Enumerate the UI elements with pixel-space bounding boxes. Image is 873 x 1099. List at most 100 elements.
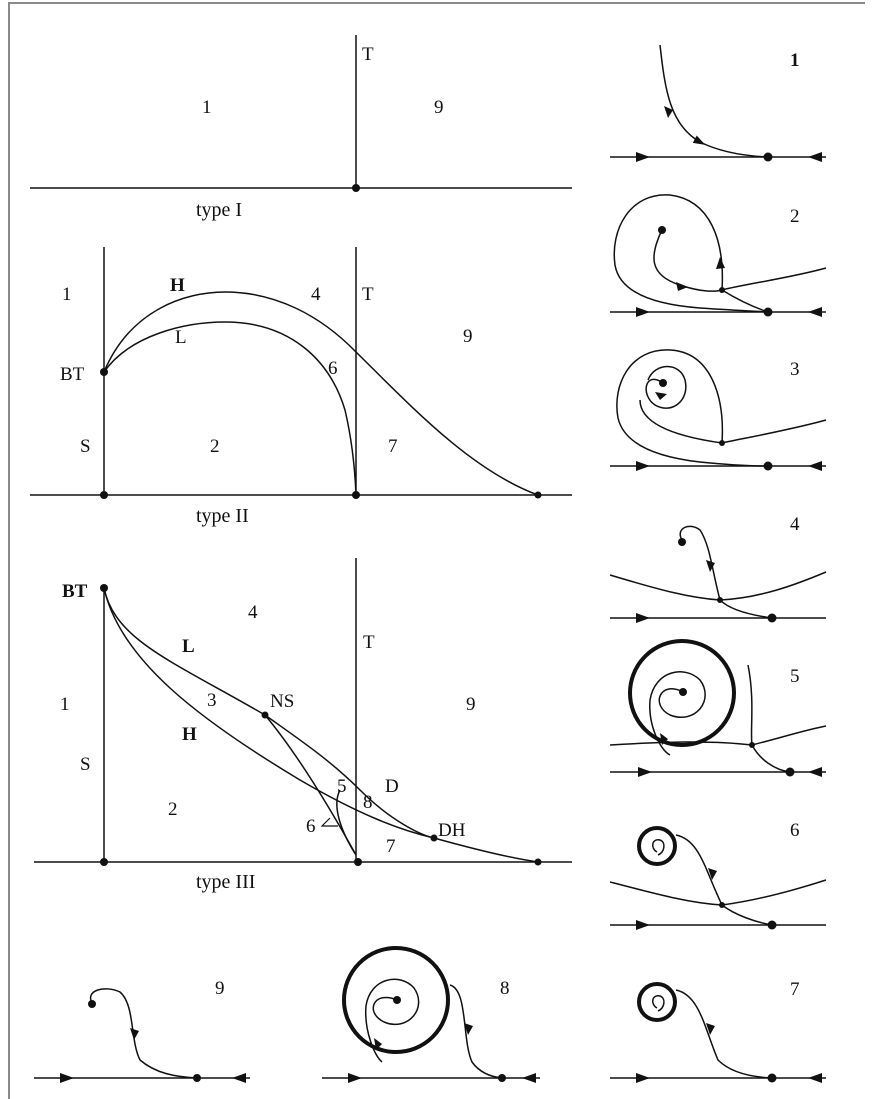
type-ii-region-9: 9	[463, 326, 473, 347]
portrait-3-arrow-right	[808, 461, 822, 471]
portrait-7-label: 7	[790, 979, 800, 1000]
portrait-7-orbit	[675, 989, 773, 1079]
portrait-3-inner-orbit	[639, 399, 723, 444]
portrait-9-label: 9	[215, 978, 225, 999]
portrait-5-node	[785, 767, 795, 777]
portrait-3-node	[763, 461, 773, 471]
type-iii-region-3: 3	[207, 690, 217, 711]
portrait-5-orbit	[747, 664, 791, 773]
type-iii-region-9: 9	[466, 694, 476, 715]
portrait-3: 3	[610, 349, 827, 471]
portrait-8-limit-cycle	[342, 946, 450, 1054]
type-i-point	[352, 184, 360, 192]
portrait-5-focus	[679, 688, 687, 696]
portrait-6-arrow-left	[636, 920, 650, 930]
portrait-2-arrow-left	[636, 307, 650, 317]
type-iii-region-1: 1	[60, 694, 70, 715]
portrait-8-focus	[393, 996, 401, 1004]
type-ii-point-t	[352, 491, 360, 499]
type-iii-curve-d	[336, 789, 357, 856]
portrait-8-spiral	[365, 978, 420, 1063]
type-iii-point-t	[354, 858, 362, 866]
portrait-4-arrow-left	[636, 613, 650, 623]
portrait-6-arrow-up	[708, 868, 717, 880]
portrait-5-limit-cycle	[628, 639, 736, 747]
portrait-9-node	[193, 1074, 201, 1082]
type-iii-label-dh: DH	[438, 820, 466, 841]
type-iii-caption: type III	[196, 871, 255, 893]
portrait-7-limit-cycle	[637, 982, 677, 1022]
type-i-region-1: 1	[202, 97, 212, 118]
type-iii-region-4: 4	[248, 602, 258, 623]
type-ii-point-s	[100, 491, 108, 499]
type-ii-label-h: H	[170, 275, 185, 296]
portrait-7-spiral	[652, 995, 665, 1012]
type-iii-curve-l	[103, 587, 435, 839]
portrait-5: 5	[609, 639, 827, 777]
type-i-label-t: T	[362, 44, 374, 65]
type-ii-label-bt: BT	[60, 364, 85, 385]
portrait-9-arrow-right	[232, 1073, 246, 1083]
portrait-9-arrow-up	[130, 1028, 139, 1040]
portrait-2-focus	[658, 226, 666, 234]
portrait-1-orbit	[659, 44, 769, 158]
portrait-2-inner-orbit	[653, 229, 723, 292]
type-i-region-9: 9	[434, 97, 444, 118]
portrait-6-orbit	[675, 834, 773, 926]
portrait-7-arrow-up	[706, 1023, 715, 1035]
type-iii-label-bt: BT	[62, 581, 88, 602]
portrait-2-outer-orbit	[613, 194, 769, 313]
type-iii-point-ns	[261, 711, 269, 719]
type-iii-region-2: 2	[168, 799, 178, 820]
portrait-9-focus	[88, 1000, 96, 1008]
portrait-1-orbit-arrow	[664, 106, 673, 118]
portrait-8-node	[498, 1074, 506, 1082]
portrait-8-arrow-spiral	[374, 1038, 382, 1050]
portrait-5-arrow-spiral	[660, 733, 668, 745]
portrait-4-node	[767, 613, 777, 623]
portrait-9: 9	[34, 978, 250, 1083]
portrait-4-upper-curve	[609, 571, 827, 601]
portrait-5-spiral	[649, 671, 706, 756]
portrait-3-label: 3	[790, 359, 800, 380]
type-iii-point-bt	[100, 584, 108, 592]
portrait-1-arrow-left	[636, 152, 650, 162]
type-iii-region-8: 8	[363, 792, 373, 813]
portrait-6-upper-curve	[609, 879, 827, 906]
portrait-6-node	[767, 920, 777, 930]
type-ii-label-t: T	[362, 284, 374, 305]
type-ii-region-6: 6	[328, 358, 338, 379]
portrait-1: 1	[610, 44, 826, 162]
portrait-8-label: 8	[500, 978, 510, 999]
type-ii-region-2: 2	[210, 436, 220, 457]
type-iii-label-l: L	[182, 636, 195, 657]
type-iii-curve-h	[103, 587, 539, 863]
portrait-4-arrow-up	[706, 560, 715, 572]
portrait-3-arrow-left	[636, 461, 650, 471]
portrait-4: 4	[609, 514, 827, 623]
portrait-2-node	[763, 307, 773, 317]
type-iii-label-ns: NS	[270, 691, 294, 712]
type-iii-region-7: 7	[386, 836, 396, 857]
type-iii-point-h	[534, 858, 542, 866]
type-iii-region-5: 5	[337, 776, 347, 797]
type-ii-point-bt	[100, 368, 108, 376]
type-iii-label-h: H	[182, 724, 197, 745]
type-ii-curve-l	[103, 321, 357, 496]
type-iii-point-s	[100, 858, 108, 866]
type-ii-caption: type II	[196, 505, 249, 527]
portrait-5-arrow-left	[638, 767, 652, 777]
portrait-3-arrow-spiral	[655, 392, 667, 400]
type-iii-panel: 4 1 3 9 2 5 8 6 7 BT L H T NS S D DH typ…	[34, 558, 572, 893]
type-ii-panel: 1 4 9 6 2 7 H L T BT S type II	[30, 247, 572, 527]
portrait-2-arrow-in	[676, 282, 688, 291]
type-ii-region-1: 1	[62, 284, 72, 305]
type-ii-label-s: S	[80, 436, 91, 457]
type-iii-marker-6	[320, 817, 338, 827]
portrait-7: 7	[610, 979, 826, 1083]
portrait-3-branch	[721, 419, 827, 444]
type-iii-region-6: 6	[306, 816, 316, 837]
portrait-8-arrow-left	[348, 1073, 362, 1083]
type-i-panel: T 1 9 type I	[30, 35, 572, 221]
